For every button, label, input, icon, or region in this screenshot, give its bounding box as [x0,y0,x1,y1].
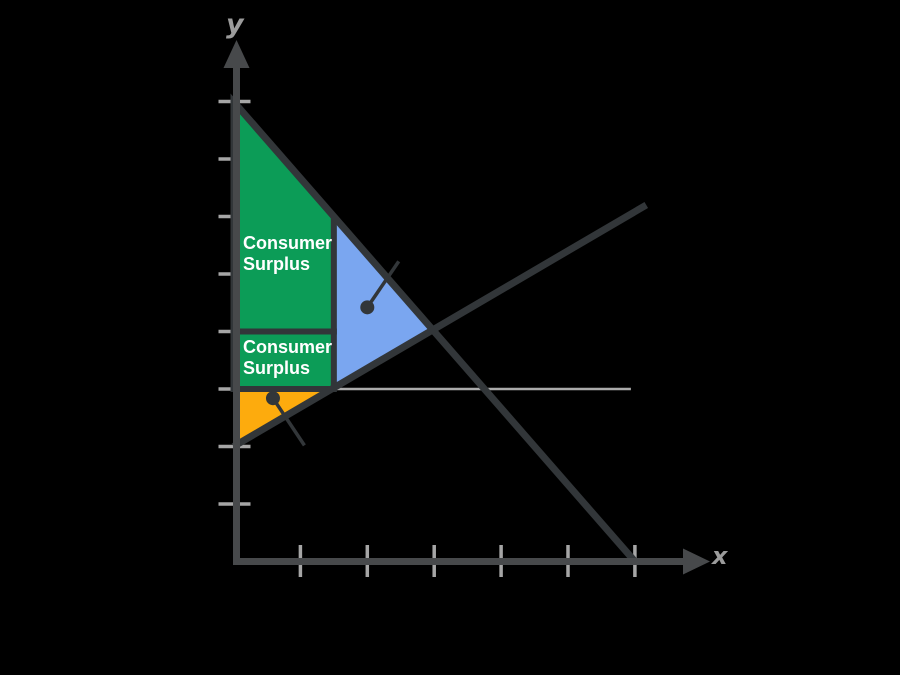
consumer-surplus-lower-label: Consumer Surplus [243,337,333,378]
blue-triangle-region [333,216,435,389]
y-axis-label: y [226,9,244,40]
green-upper-region [230,93,337,335]
x-axis-arrowhead-icon [683,548,710,575]
y-axis-arrowhead-icon [223,40,250,68]
orange-callout-dot [265,391,280,406]
x-axis-label: x [712,542,728,570]
blue-callout-dot [360,300,375,315]
orange-callout-line [271,397,306,447]
supply-curve [231,201,649,450]
blue-callout-line [365,260,401,309]
consumer-surplus-upper-label: Consumer Surplus [243,233,333,274]
